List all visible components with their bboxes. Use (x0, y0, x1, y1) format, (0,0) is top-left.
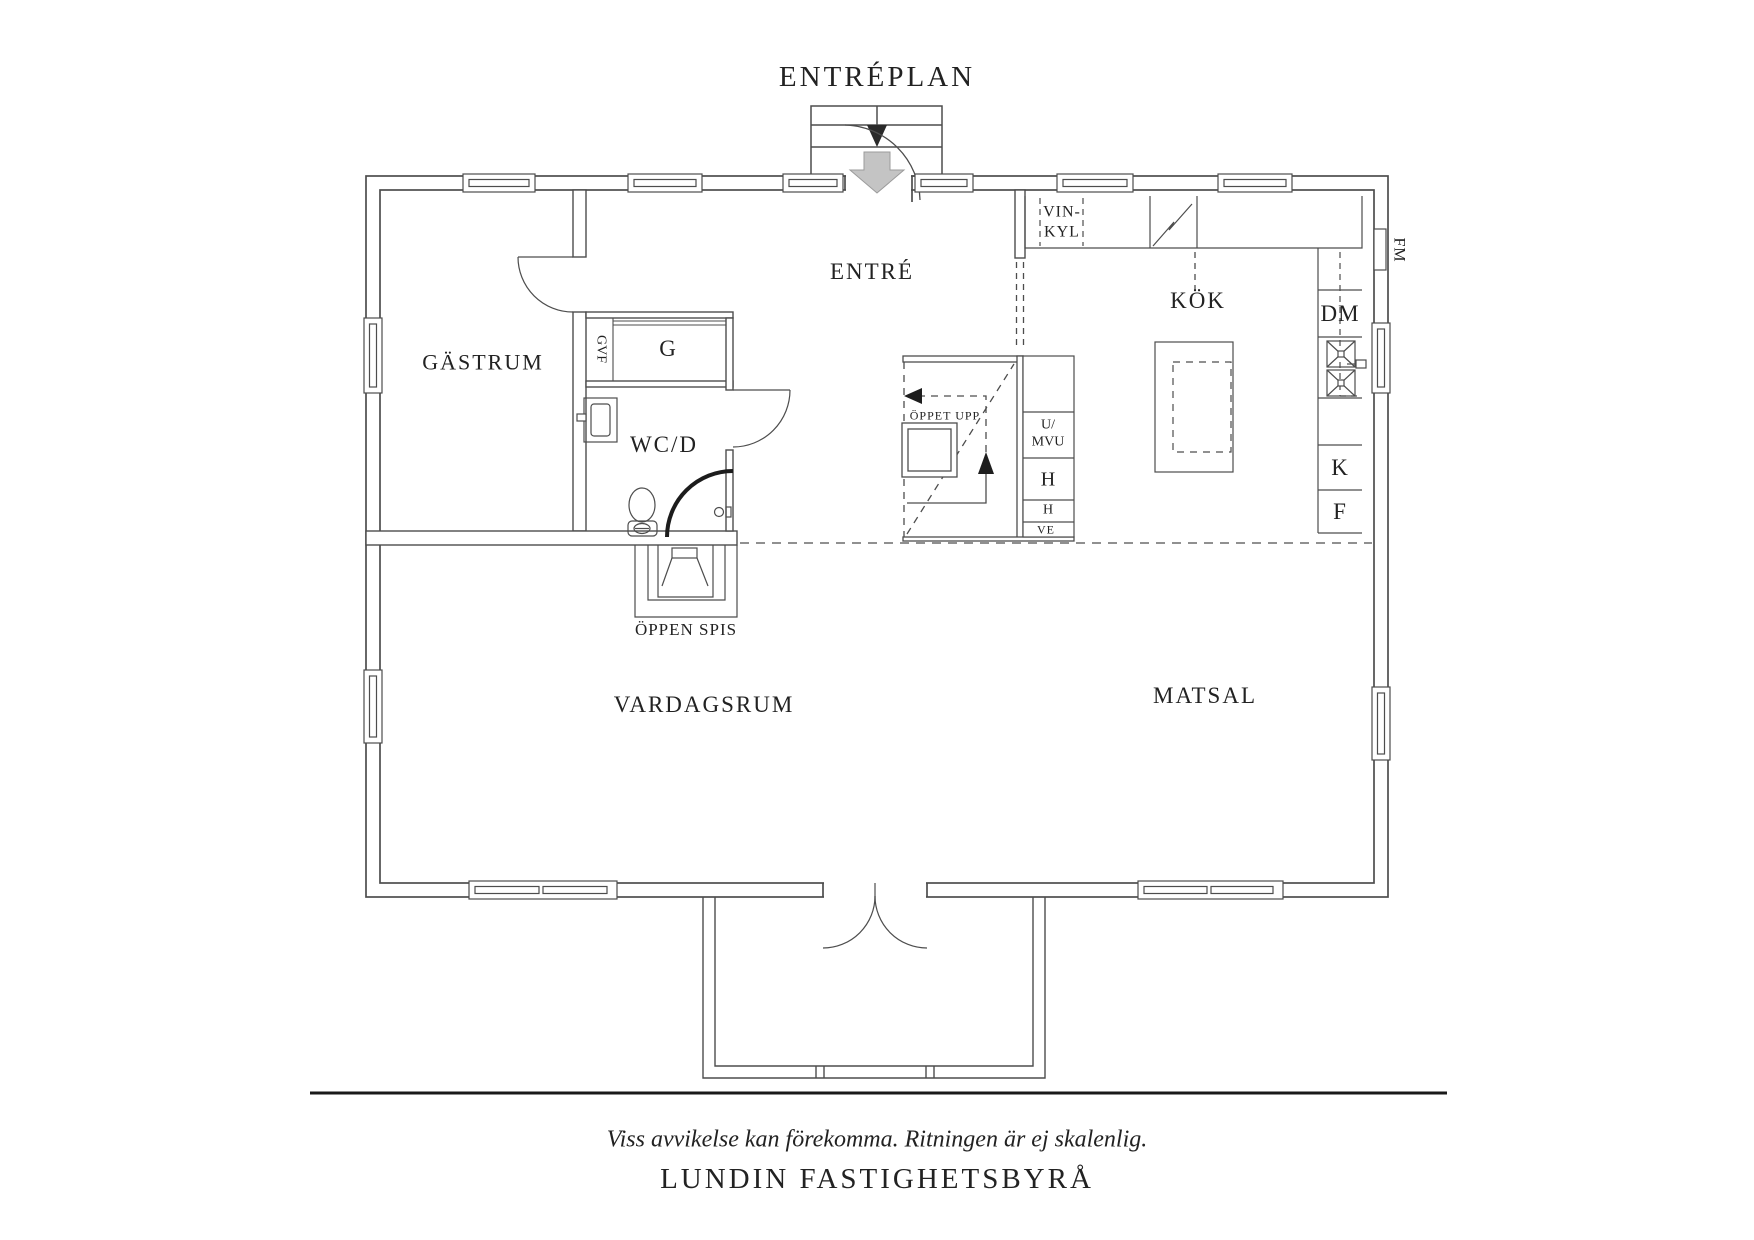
footer-brand: LUNDIN FASTIGHETSBYRÅ (660, 1162, 1094, 1195)
entry-arrow-icon (848, 151, 906, 194)
chimney-icon (901, 422, 958, 478)
footer-disclaimer: Viss avvikelse kan förekomma. Ritningen … (606, 1126, 1148, 1153)
porch (702, 897, 1046, 1079)
fm-box (1373, 228, 1387, 271)
window-icon (1217, 173, 1293, 193)
stair-block (901, 355, 1075, 542)
window-icon (1371, 686, 1391, 761)
label-frys: F (1333, 498, 1347, 524)
room-label-entre: ENTRÉ (829, 258, 915, 284)
window-icon (1056, 173, 1134, 193)
wc-fixtures (576, 397, 734, 538)
utility-closets (1022, 355, 1075, 538)
room-label-gastrum: GÄSTRUM (422, 349, 544, 375)
label-h-upper: H (1040, 468, 1056, 491)
shower-head-icon (713, 506, 725, 518)
window-icon (782, 173, 844, 193)
counter-break-icon (1152, 203, 1193, 247)
stair-arrow-up-icon (978, 452, 994, 474)
room-label-vardagsrum: VARDAGSRUM (613, 691, 795, 717)
label-vinkyl-line2: KYL (1044, 223, 1080, 241)
fireplace-icon (634, 545, 738, 618)
faucet-icon (1355, 359, 1367, 369)
page-title: ENTRÉPLAN (778, 60, 976, 93)
kitchen-island-icon (1154, 341, 1234, 473)
washbasin-icon (576, 397, 618, 443)
label-fm: FM (1390, 237, 1408, 263)
shower-curtain-icon (665, 469, 734, 538)
room-label-kok: KÖK (1170, 287, 1226, 313)
window-icon (462, 173, 536, 193)
french-door-swing (822, 883, 928, 949)
label-oppen-spis: ÖPPEN SPIS (634, 620, 738, 640)
room-label-wcd: WC/D (629, 431, 699, 457)
window-icon (1137, 880, 1284, 900)
label-vinkyl-line1: VIN- (1043, 203, 1081, 221)
door-swings (517, 256, 928, 949)
sink-icon (1326, 340, 1367, 397)
window-icon (468, 880, 618, 900)
label-u-line1: U/ (1041, 417, 1055, 433)
label-kyl: K (1331, 454, 1349, 480)
label-h-lower: H (1042, 502, 1054, 518)
room-label-matsal: MATSAL (1152, 682, 1258, 708)
label-gvf: GVF (593, 334, 609, 364)
label-ve: VE (1037, 522, 1055, 537)
toilet-icon (627, 487, 658, 537)
window-icon (914, 173, 974, 193)
label-oppet-upp: ÖPPET UPP (909, 408, 981, 423)
label-u-line2: MVU (1031, 434, 1065, 450)
open-plan-dashes (740, 252, 1372, 544)
wc-door-swing (732, 389, 791, 448)
stair-arrow-left-icon (904, 388, 922, 404)
label-dm: DM (1320, 300, 1360, 326)
window-icon (1371, 322, 1391, 394)
window-icon (363, 317, 383, 394)
window-icon (627, 173, 703, 193)
label-garderob: G (659, 335, 677, 361)
closet-g-internals (612, 318, 726, 381)
gastrum-door-swing (517, 256, 574, 313)
kitchen-fixtures (1024, 196, 1387, 534)
windows (363, 173, 1391, 900)
window-icon (363, 669, 383, 744)
